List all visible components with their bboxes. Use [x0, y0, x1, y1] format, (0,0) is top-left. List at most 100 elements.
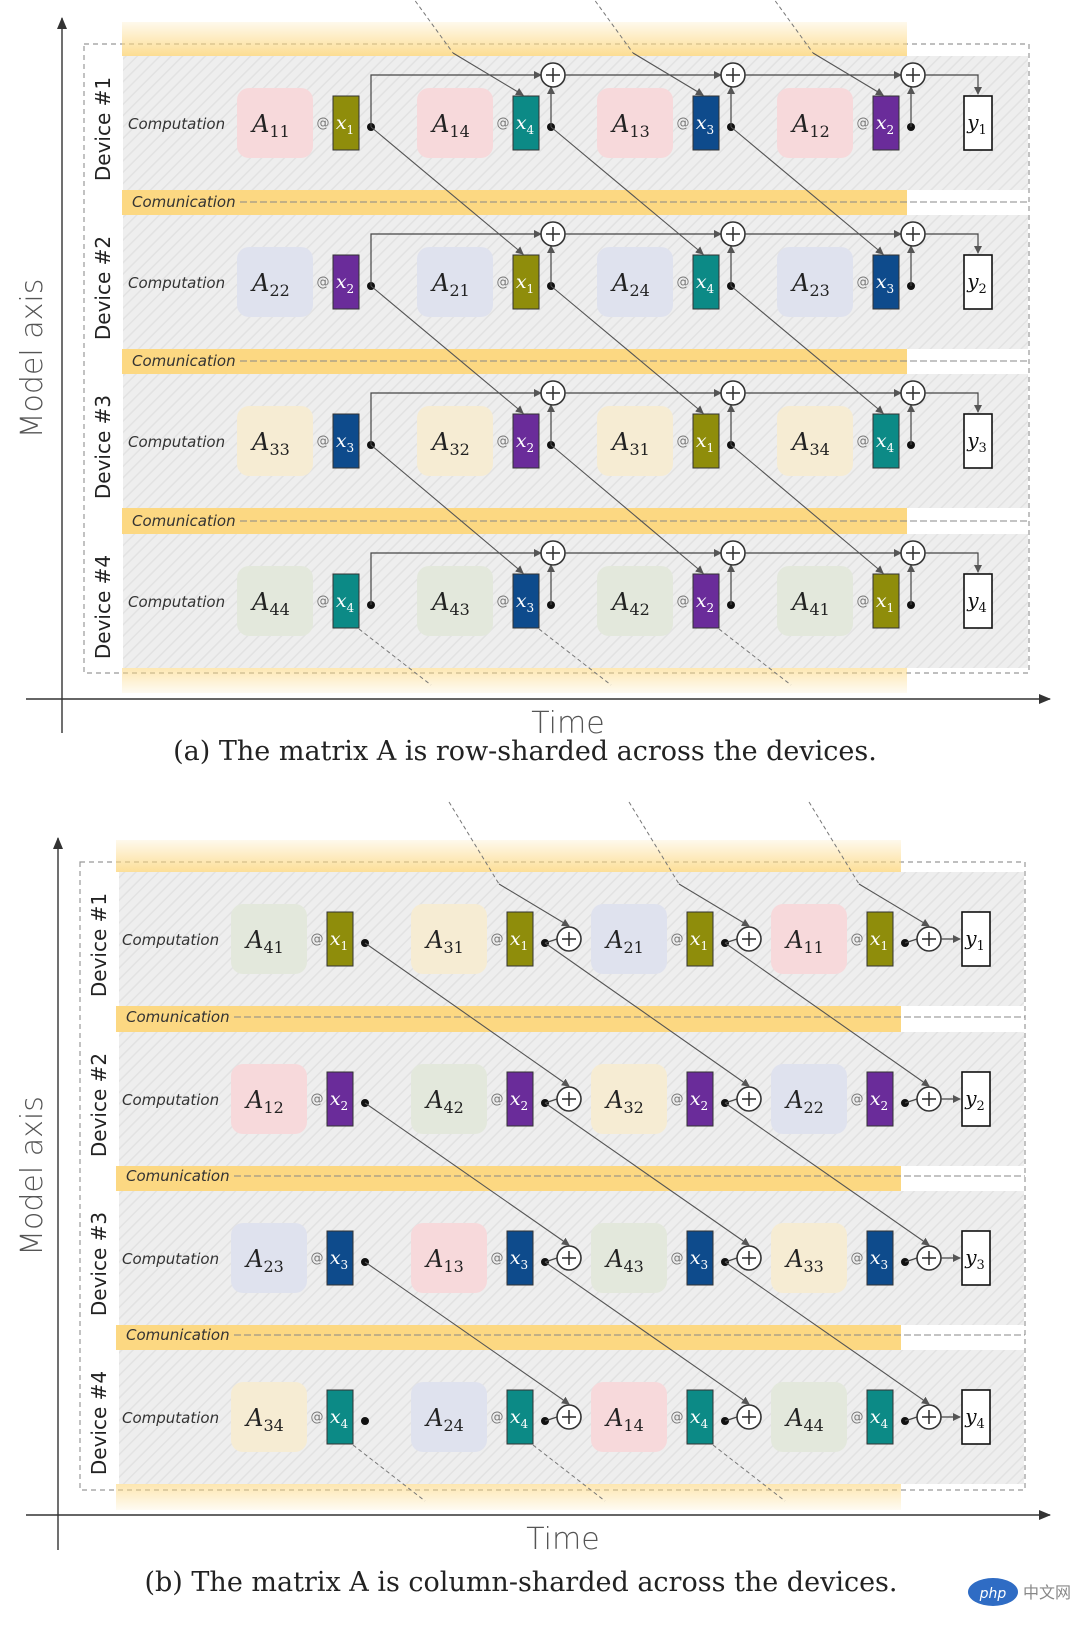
- a-tile-label: A21: [604, 926, 644, 957]
- shift-out-dashed: [532, 1444, 606, 1502]
- x-block-label: x2: [690, 1088, 708, 1113]
- shift-arrow: [550, 126, 704, 255]
- communication-label: Comunication: [132, 352, 236, 370]
- y-output-box: [963, 573, 993, 629]
- shift-arrow: [364, 1261, 570, 1405]
- y-output-label: y1: [964, 926, 985, 954]
- a-tile-label: A22: [784, 1086, 824, 1117]
- x-block: [686, 1071, 714, 1127]
- panel-a-row-sharded: ComunicationComunicationComunicationDevi…: [15, 0, 1051, 741]
- shift-in-arrow: [858, 883, 930, 927]
- matmul-at-sign: @: [851, 932, 864, 947]
- device-label: Device #3: [91, 395, 115, 499]
- x-block: [332, 254, 360, 310]
- x-block-label: x2: [336, 271, 354, 296]
- computation-label: Computation: [122, 1409, 219, 1427]
- device-label: Device #2: [91, 236, 115, 340]
- matmul-at-sign: @: [671, 932, 684, 947]
- x-block-label: x1: [330, 928, 348, 953]
- matmul-at-sign: @: [677, 116, 690, 131]
- shift-in-arrow: [812, 52, 884, 96]
- a-tile-label: A12: [790, 110, 830, 141]
- matmul-at-sign: @: [317, 275, 330, 290]
- shift-arrow: [544, 942, 750, 1087]
- a-tile-label: A34: [244, 1404, 284, 1435]
- matmul-at-sign: @: [857, 116, 870, 131]
- y-output-box: [961, 1230, 991, 1286]
- x-block-label: x1: [510, 928, 528, 953]
- device-label: Device #1: [87, 893, 111, 997]
- shift-arrow: [724, 1102, 930, 1246]
- a-tile: [237, 566, 313, 636]
- x-block: [872, 413, 900, 469]
- shift-in-arrow: [452, 52, 524, 96]
- time-axis-label: Time: [526, 1522, 599, 1557]
- shift-in-dashed: [628, 801, 680, 885]
- communication-label: Comunication: [126, 1008, 230, 1026]
- matmul-at-sign: @: [851, 1410, 864, 1425]
- shift-out-dashed: [718, 628, 792, 686]
- x-block-label: x3: [696, 112, 714, 137]
- svg-text:php: php: [979, 1586, 1007, 1602]
- matmul-at-sign: @: [671, 1410, 684, 1425]
- matmul-at-sign: @: [317, 594, 330, 609]
- computation-label: Computation: [128, 433, 225, 451]
- matmul-at-sign: @: [491, 1251, 504, 1266]
- device-label-area: [85, 534, 123, 668]
- a-tile-label: A24: [424, 1404, 464, 1435]
- y-output-box: [963, 413, 993, 469]
- x-block: [332, 95, 360, 151]
- computation-label: Computation: [128, 115, 225, 133]
- computation-label: Computation: [122, 931, 219, 949]
- shift-out-dashed: [352, 1444, 426, 1502]
- matmul-at-sign: @: [671, 1092, 684, 1107]
- matmul-at-sign: @: [497, 275, 510, 290]
- device-label-area: [81, 1032, 119, 1166]
- matmul-at-sign: @: [491, 1410, 504, 1425]
- device-label-area: [85, 374, 123, 508]
- a-tile-label: A44: [250, 588, 290, 619]
- x-block: [326, 1389, 354, 1445]
- x-block-label: x1: [336, 112, 354, 137]
- shift-arrow: [370, 444, 524, 574]
- a-tile: [417, 566, 493, 636]
- a-tile: [411, 904, 487, 974]
- a-tile: [237, 88, 313, 158]
- shift-in-dashed: [448, 801, 500, 885]
- x-block: [872, 254, 900, 310]
- y-output-label: y4: [966, 588, 987, 616]
- device-label: Device #4: [91, 555, 115, 659]
- device-label-area: [81, 1350, 119, 1484]
- x-block-label: x4: [330, 1406, 349, 1431]
- a-tile-label: A44: [784, 1404, 824, 1435]
- a-tile: [777, 406, 853, 476]
- computation-label: Computation: [128, 593, 225, 611]
- x-block: [326, 1230, 354, 1286]
- accumulate-link: [904, 1416, 918, 1422]
- shift-in-arrow: [678, 883, 750, 927]
- x-block: [872, 573, 900, 629]
- watermark-text: 中文网: [1023, 1583, 1071, 1602]
- computation-label: Computation: [128, 274, 225, 292]
- a-tile: [411, 1382, 487, 1452]
- shift-arrow: [364, 1102, 570, 1246]
- matmul-at-sign: @: [317, 116, 330, 131]
- computation-label: Computation: [122, 1091, 219, 1109]
- accumulate-link: [544, 938, 558, 944]
- x-block: [686, 911, 714, 967]
- x-block-label: x3: [876, 271, 894, 296]
- a-tile: [231, 904, 307, 974]
- y-output-box: [963, 254, 993, 310]
- a-tile-label: A34: [790, 428, 830, 459]
- a-tile: [777, 247, 853, 317]
- shift-in-dashed: [808, 801, 860, 885]
- a-tile: [231, 1064, 307, 1134]
- matmul-at-sign: @: [317, 434, 330, 449]
- a-tile-label: A33: [250, 428, 290, 459]
- shift-out-dashed: [358, 628, 432, 686]
- shift-out-dashed: [712, 1444, 786, 1502]
- communication-label: Comunication: [132, 193, 236, 211]
- a-tile-label: A22: [250, 269, 290, 300]
- matmul-at-sign: @: [311, 932, 324, 947]
